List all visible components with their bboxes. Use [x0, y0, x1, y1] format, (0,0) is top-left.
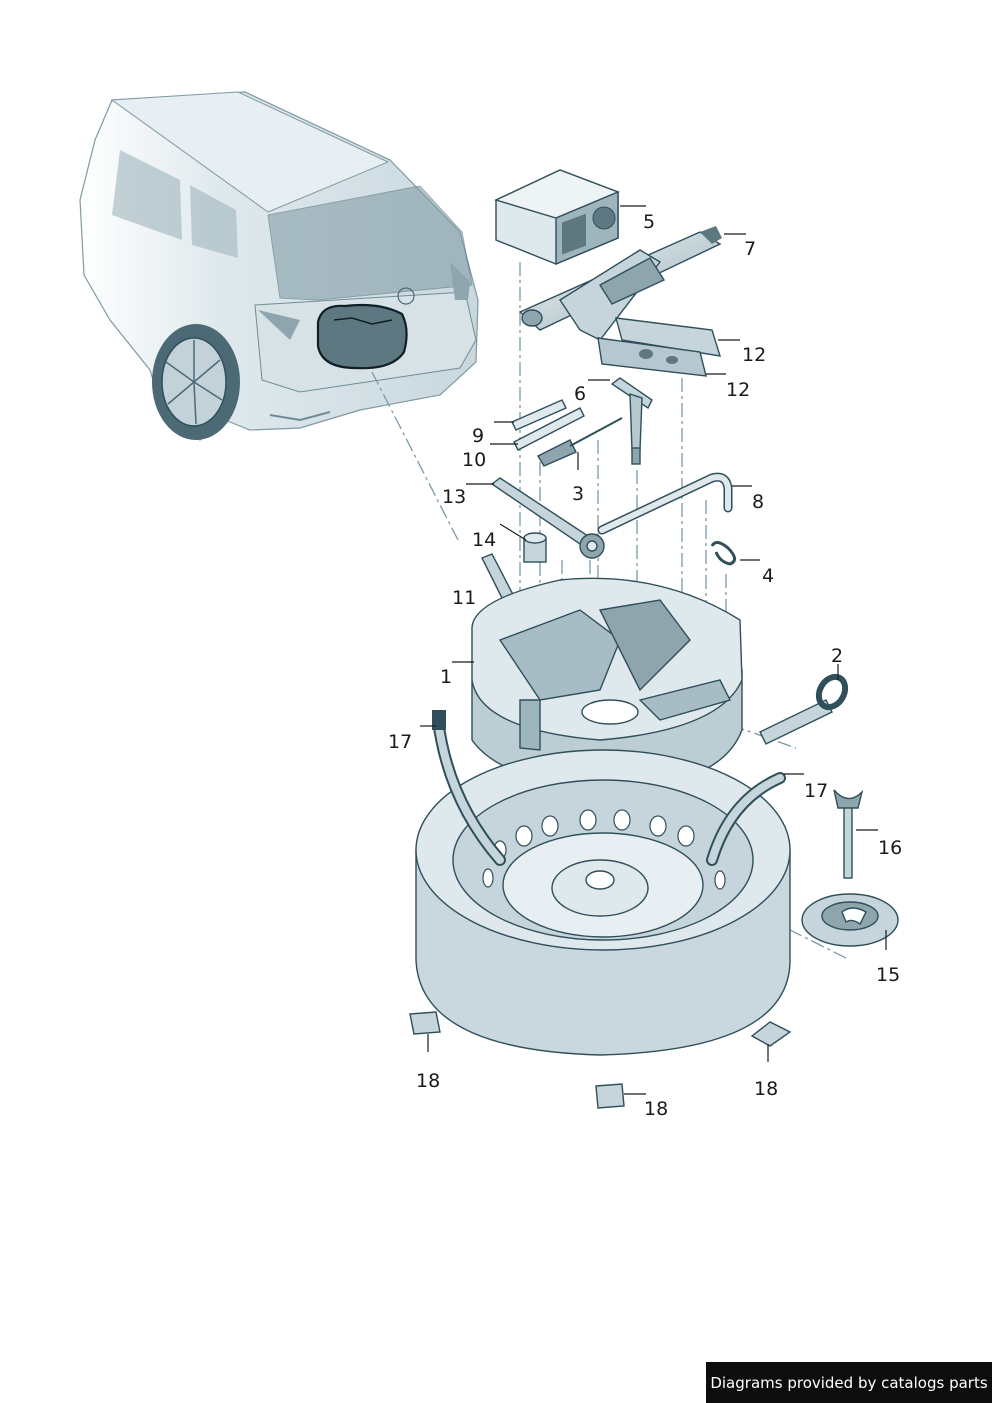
callout-4: 4	[762, 565, 774, 587]
callout-5: 5	[643, 211, 655, 233]
credit-banner: Diagrams provided by catalogs parts	[706, 1362, 992, 1403]
callout-18-left: 18	[416, 1070, 440, 1092]
part-retaining-cone	[801, 893, 899, 947]
part-t-tool	[610, 377, 653, 465]
callout-18-bottom: 18	[644, 1098, 668, 1120]
vehicle-illustration	[79, 91, 479, 441]
callout-18-right: 18	[754, 1078, 778, 1100]
part-clip	[710, 541, 736, 566]
callout-3: 3	[572, 483, 584, 505]
callout-2: 2	[831, 645, 843, 667]
callout-12-lower: 12	[726, 379, 750, 401]
callout-8: 8	[752, 491, 764, 513]
callout-15: 15	[876, 964, 900, 986]
callout-16: 16	[878, 837, 902, 859]
callout-17-left: 17	[388, 731, 412, 753]
spare-well-highlight	[316, 303, 408, 370]
callout-1: 1	[440, 666, 452, 688]
callout-7: 7	[744, 238, 756, 260]
callout-12-upper: 12	[742, 344, 766, 366]
callout-17-right: 17	[804, 780, 828, 802]
part-spare-wheel	[415, 749, 791, 1056]
part-scissor-jack	[518, 226, 722, 341]
part-bent-rod	[597, 472, 733, 535]
callout-6: 6	[574, 383, 586, 405]
part-pads	[409, 1011, 792, 1109]
part-tow-eye	[759, 673, 849, 745]
part-compressor	[494, 169, 620, 266]
part-brackets	[597, 317, 722, 377]
part-straps	[432, 710, 786, 866]
callout-leaders	[420, 205, 887, 1095]
part-wing-bolt	[833, 789, 864, 879]
part-socket	[523, 532, 547, 563]
credit-text: Diagrams provided by catalogs parts	[710, 1373, 988, 1392]
part-rods	[511, 399, 623, 467]
callout-labels: 1 2 3 4 5 6 7 8 9 10 11 12 12 13 14 15 1…	[388, 211, 902, 1120]
callout-14: 14	[472, 529, 496, 551]
callout-10: 10	[462, 449, 486, 471]
callout-13: 13	[442, 486, 466, 508]
callout-11: 11	[452, 587, 476, 609]
callout-9: 9	[472, 425, 484, 447]
part-wheel-wrench	[490, 477, 605, 559]
